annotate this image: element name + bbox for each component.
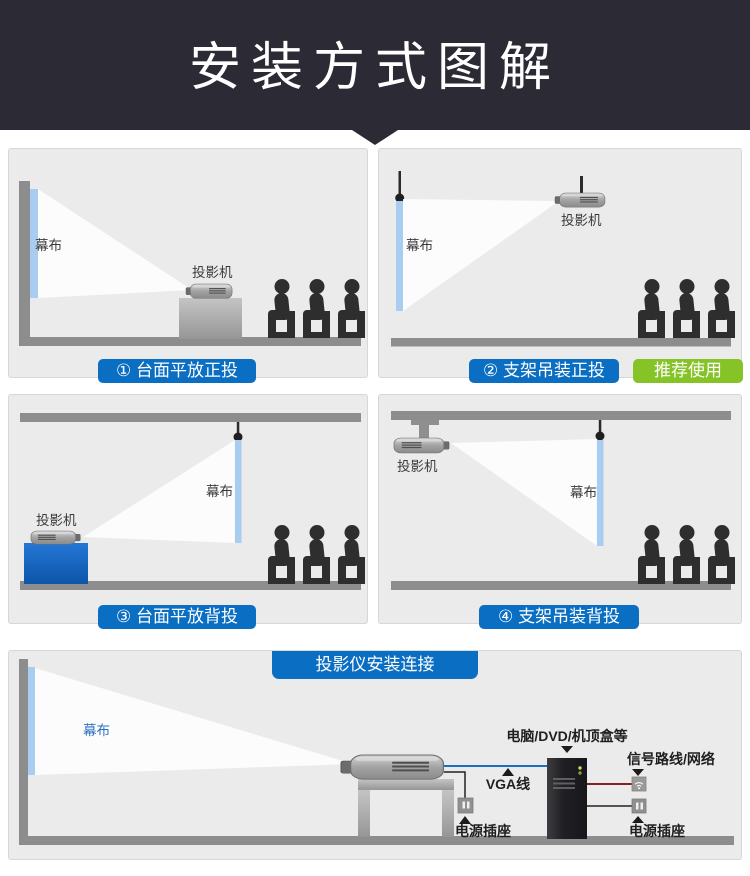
power-socket-right-icon [631, 798, 647, 814]
panel-3-caption: ③ 台面平放背投 [98, 605, 256, 629]
floor [20, 581, 361, 590]
arrow-down-icon [561, 746, 573, 753]
arrow-down-icon [632, 769, 644, 776]
header-pointer-triangle [352, 130, 398, 145]
projector-mount-rod [580, 176, 583, 196]
arrow-up-icon [502, 768, 514, 776]
arrow-up-icon [459, 816, 471, 824]
screen-label: 幕布 [570, 485, 597, 500]
signal-network-label: 信号路线/网络 [627, 751, 715, 767]
floor [19, 337, 361, 346]
audience-icons [638, 525, 735, 584]
panel-ceiling-front-projection: 投影机 幕布 ② 支架吊装正投 推荐使用 [378, 148, 743, 383]
floor [391, 338, 731, 347]
screen-hanging-rod [236, 422, 240, 436]
light-beam [403, 199, 559, 311]
screen-label: 幕布 [83, 723, 110, 738]
panel-2-caption: ② 支架吊装正投 [469, 359, 619, 383]
projector-label: 投影机 [36, 513, 77, 528]
recommended-badge: 推荐使用 [633, 359, 743, 383]
page-title: 安装方式图解 [188, 39, 561, 97]
ceiling [20, 413, 361, 422]
wall [19, 181, 30, 346]
arrow-up-icon [632, 816, 644, 823]
audience-icons [638, 279, 735, 338]
floor [19, 836, 734, 845]
light-beam [38, 189, 192, 298]
projector-label: 投影机 [192, 265, 233, 280]
projector-icon [185, 283, 233, 299]
projection-screen [396, 201, 403, 311]
projector-label: 投影机 [397, 459, 438, 474]
power-socket-left-icon [457, 797, 474, 814]
light-beam [83, 440, 235, 543]
projector-mount-post [419, 425, 429, 439]
projection-screen [596, 440, 604, 546]
source-device-label: 电脑/DVD/机顶盒等 [506, 728, 627, 744]
panel-table-front-projection: 幕布 投影机 ① 台面平放正投 [8, 148, 368, 383]
projector-icon [393, 437, 450, 454]
projection-screen [28, 667, 35, 775]
wall [19, 659, 28, 845]
projector-label: 投影机 [561, 213, 602, 228]
panel-4-caption: ④ 支架吊装背投 [479, 605, 639, 629]
screen-label: 幕布 [35, 238, 62, 253]
projector-table [358, 779, 454, 837]
projector-icon [30, 530, 81, 545]
header-banner: 安装方式图解 [0, 0, 750, 130]
panel-ceiling-rear-projection: 投影机 幕布 ④ 支架吊装背投 [378, 394, 742, 629]
vga-cable-label: VGA线 [486, 776, 530, 792]
screen-label: 幕布 [206, 484, 233, 499]
audience-icons [268, 279, 365, 338]
projector-table-blue [24, 543, 88, 584]
screen-label: 幕布 [406, 238, 433, 253]
ceiling [391, 411, 731, 420]
wifi-socket-icon [631, 776, 647, 792]
panel-1-caption: ① 台面平放正投 [98, 359, 256, 383]
power-socket-right-label: 电源插座 [629, 823, 685, 839]
connection-title-banner: 投影仪安装连接 [272, 651, 478, 679]
screen-hanging-rod [398, 171, 401, 197]
power-socket-left-label: 电源插座 [455, 823, 511, 839]
screen-hanger-knob [395, 193, 405, 203]
light-beam [451, 439, 597, 546]
screen-hanger-knob [233, 432, 243, 442]
screen-hanging-rod [598, 420, 602, 434]
pc-tower-icon [547, 758, 587, 839]
audience-icons [268, 525, 365, 584]
light-beam [35, 668, 353, 775]
projector-mount-plate [411, 420, 439, 425]
panel-table-rear-projection: 投影机 幕布 ③ 台面平放背投 [8, 394, 368, 629]
panel-connection-diagram: 投影仪安装连接 幕布 [8, 650, 742, 860]
projector-icon [339, 753, 445, 781]
projection-screen [234, 440, 242, 543]
power-cable-left [444, 771, 466, 798]
projector-icon [554, 192, 606, 208]
projection-screen [30, 189, 38, 298]
screen-hanger-knob [595, 431, 605, 441]
projector-table [179, 298, 242, 339]
floor [391, 581, 731, 590]
